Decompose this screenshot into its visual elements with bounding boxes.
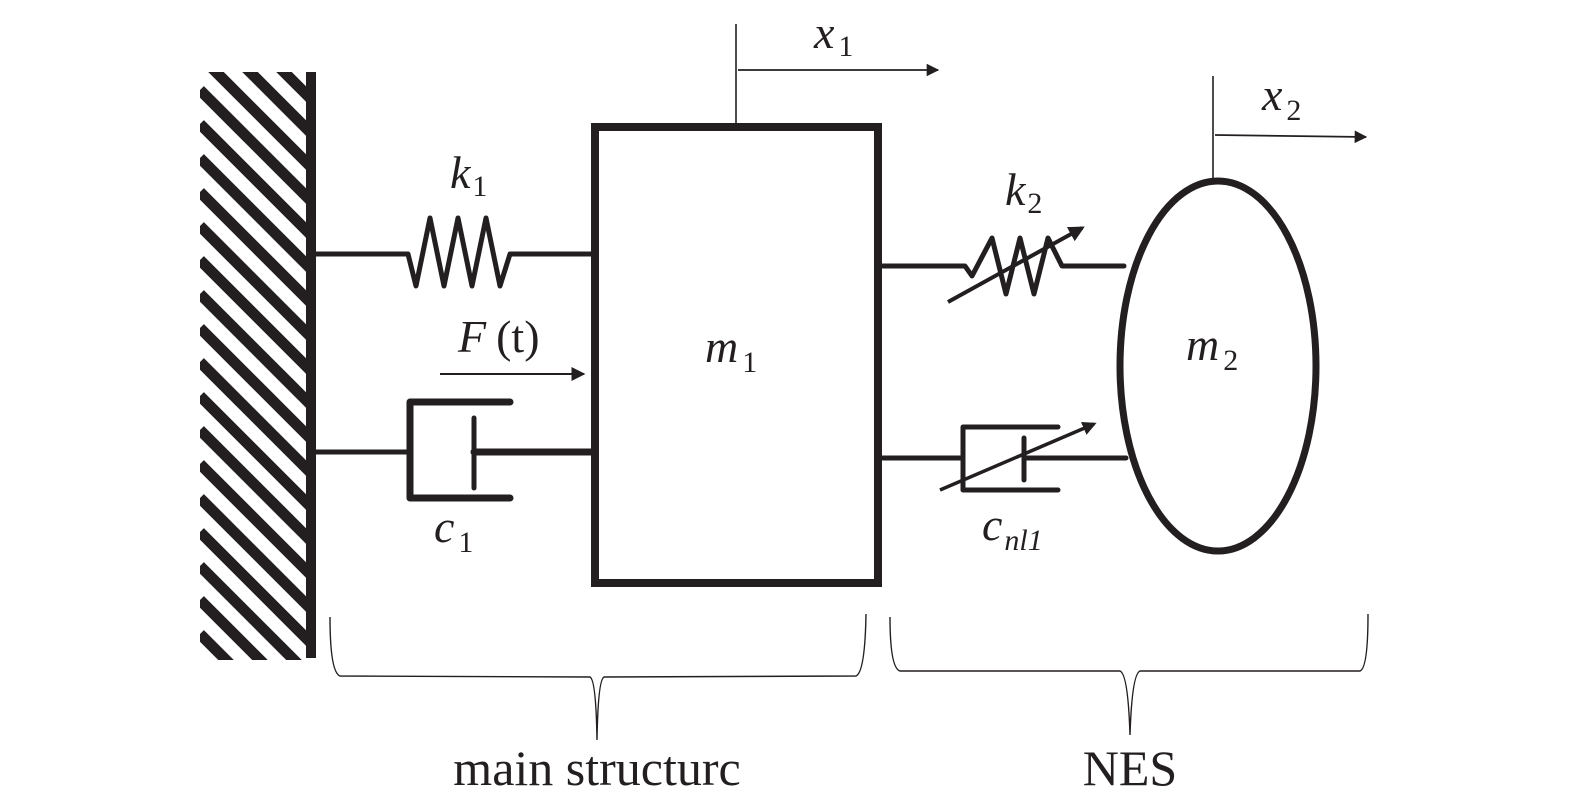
hatch-line [200,0,312,32]
displacement-x1 [735,24,940,123]
hatch-line [276,72,308,104]
hatch-line [200,528,308,648]
hatched-ground-icon [200,0,312,780]
hatch-line [200,256,308,376]
mass-m2 [1116,177,1320,555]
label-k1: k1 [450,147,487,203]
hatch-line [208,72,308,172]
fixed-wall [200,0,316,780]
displacement-x2 [1212,76,1368,178]
brace-main-structure [329,613,867,741]
damper-cnl1 [879,421,1129,493]
label-k2: k2 [1005,164,1042,220]
hatch-line [200,358,308,478]
spring-k2 [879,226,1127,304]
label-cnl1: cnl1 [982,499,1043,557]
hatch-line [200,290,308,410]
hatch-line [200,392,308,512]
hatch-line [200,120,308,240]
group-label-main-structure: main structurc [453,740,740,796]
hatch-line [200,86,308,206]
hatch-line [200,154,308,274]
hatch-line [200,324,308,444]
hatch-line [200,0,312,66]
brace-nes [889,613,1369,736]
hatch-line [200,668,312,780]
hatch-line [200,222,308,342]
hatch-line [200,426,308,546]
spring-k1 [308,215,595,289]
label-force: F(t) [457,311,540,362]
hatch-line [200,460,308,580]
hatch-line [200,188,308,308]
mass-m1 [591,123,882,587]
hatch-line [242,72,308,138]
hatch-line [200,596,268,660]
hatch-line [200,562,302,660]
group-label-nes: NES [1083,740,1177,796]
damper-c1 [308,398,596,502]
hatch-line [200,494,308,614]
hatch-line [200,630,234,660]
